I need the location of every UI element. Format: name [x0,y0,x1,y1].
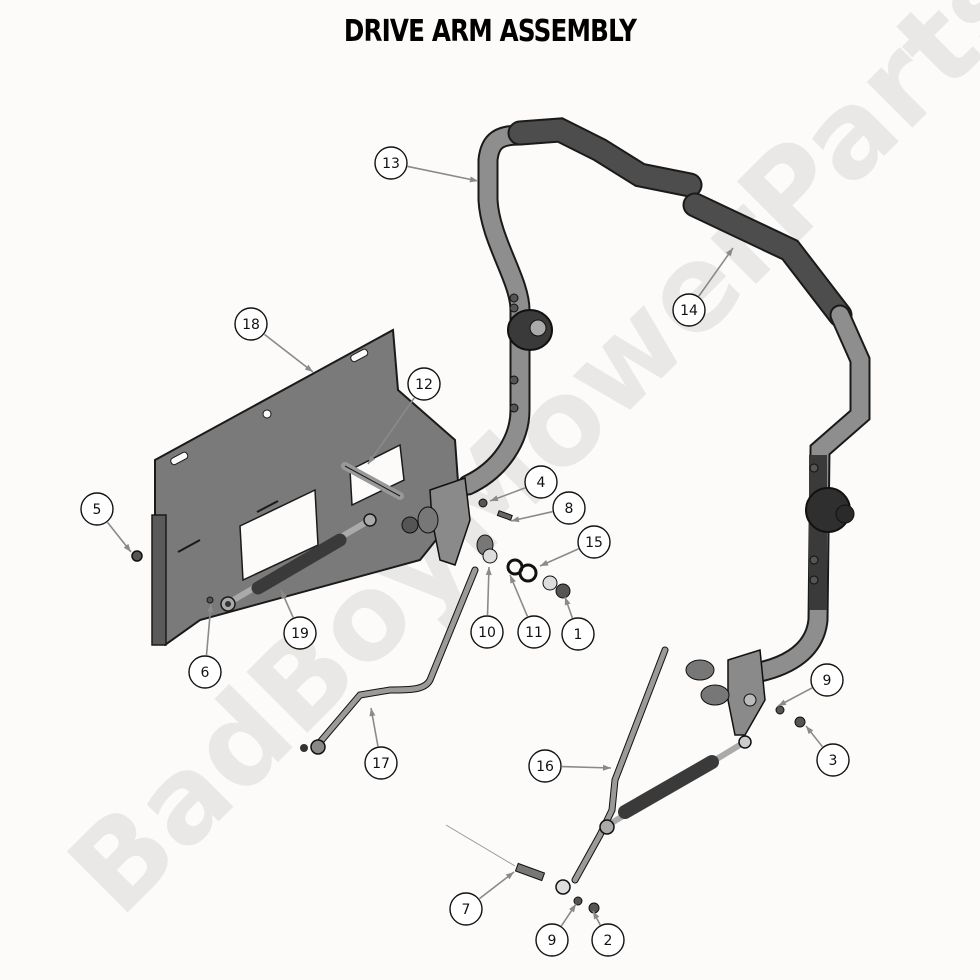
callout-8: 8 [510,491,586,525]
callout-3: 3 [805,725,850,777]
callout-10: 10 [470,566,504,649]
callout-14: 14 [672,247,734,327]
nut-5 [131,550,143,562]
callout-label: 15 [585,535,603,551]
callout-7: 7 [449,871,515,926]
callout-label: 3 [829,753,838,769]
callout-label: 5 [93,502,102,518]
right-pivot-block [685,649,806,736]
callout-label: 19 [291,626,309,642]
callout-2: 2 [591,910,625,957]
callout-label: 11 [525,625,543,641]
callout-18: 18 [234,307,314,373]
callout-4: 4 [489,465,558,502]
callout-9: 9 [535,903,577,957]
callout-label: 6 [201,665,210,681]
callout-16: 16 [528,749,612,783]
left-pivot-block [401,476,571,599]
callout-12: 12 [367,367,441,465]
callout-label: 1 [574,627,583,643]
callout-1: 1 [561,596,595,651]
callout-label: 12 [415,377,433,393]
linkage-rod-16 [514,646,752,914]
right-drive-arm [682,192,871,683]
callout-label: 16 [536,759,554,775]
callout-17: 17 [364,707,398,780]
callout-label: 9 [823,673,832,689]
left-drive-arm [457,117,703,496]
callout-label: 18 [242,317,260,333]
callout-15: 15 [539,525,611,567]
callout-label: 4 [537,475,546,491]
callout-label: 8 [565,501,574,517]
mounting-plate [151,328,462,647]
callout-13: 13 [374,146,479,183]
callout-label: 17 [372,756,390,772]
callout-11: 11 [509,574,551,649]
callout-label: 2 [604,933,613,949]
linkage-rod-17 [300,566,479,755]
callout-5: 5 [80,492,132,553]
callout-6: 6 [188,603,222,689]
callout-label: 7 [462,902,471,918]
callout-label: 14 [680,303,698,319]
callout-label: 13 [382,156,400,172]
callout-label: 10 [478,625,496,641]
callout-label: 9 [548,933,557,949]
callout-9: 9 [777,663,844,707]
page-title: DRIVE ARM ASSEMBLY [343,14,637,49]
callout-19: 19 [280,589,317,650]
